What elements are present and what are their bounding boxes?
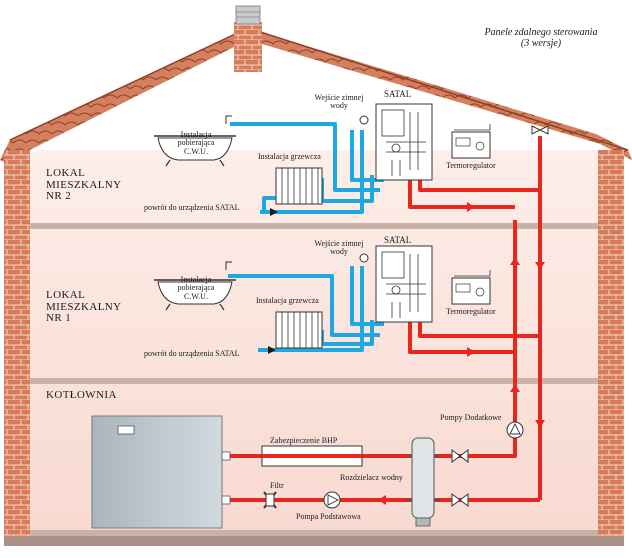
dhw-label-floor1: Instalacja pobierająca C.W.U. [168, 275, 224, 301]
dhw-line1: Instalacja [180, 130, 212, 139]
thermoregulator-icon [451, 124, 491, 159]
water-distributor-icon [406, 437, 440, 527]
heating-install-label-floor2: Instalacja grzewcza [258, 152, 321, 161]
dhw-line3: C.W.U. [184, 146, 208, 156]
main-pump-label: Pompa Podstawowa [296, 512, 361, 521]
floor1-line2: MIESZKALNY [46, 300, 122, 313]
bhp-protection-icon [261, 445, 363, 467]
return-label-floor2: powrót do urządzenia SATAL [144, 203, 240, 212]
valve-icon [359, 115, 549, 135]
radiator-icon [275, 167, 323, 205]
right-wall [598, 150, 624, 540]
heating-install-label-floor1: Instalacja grzewcza [256, 296, 319, 305]
satal-label-floor1: SATAL [384, 235, 412, 245]
thermoregulator-label-floor2: Termoregulator [446, 161, 496, 170]
extra-pumps-label: Pompy Dodatkowe [440, 413, 502, 422]
remote-panels-line2: (3 wersje) [520, 37, 562, 49]
cold-water-line2: wody [330, 101, 348, 111]
floor-slabs [4, 223, 624, 546]
bhp-protection-label: Zabezpieczenie BHP [270, 436, 338, 445]
satal-unit-icon [375, 103, 433, 181]
boiler-icon [91, 415, 231, 529]
cold-water-line2: wody [330, 247, 348, 257]
satal-label-floor2: SATAL [384, 89, 412, 99]
floor2-label: LOKAL MIESZKALNY NR 2 [46, 167, 122, 203]
cold-water-label-floor1: Wejście zimnej wody [306, 239, 372, 257]
satal-unit-icon [375, 245, 433, 323]
bathtub-icon [154, 115, 236, 167]
floor1-label: LOKAL MIESZKALNY NR 1 [46, 289, 122, 325]
cold-water-label-floor2: Wejście zimnej wody [306, 93, 372, 111]
return-label-floor1: powrót do urządzenia SATAL [144, 349, 240, 358]
valve-icon [359, 253, 369, 263]
dhw-line2: pobierająca [177, 283, 215, 293]
chimney-icon [234, 5, 262, 72]
filter-label: Filtr [270, 481, 284, 490]
floor1-line1: LOKAL [46, 289, 86, 301]
remote-panels-line1: Panele zdalnego sterowania [484, 27, 598, 38]
water-distributor-label: Rozdzielacz wodny [340, 473, 403, 482]
thermoregulator-icon [451, 270, 491, 305]
remote-panels-title: Panele zdalnego sterowania (3 wersje) [462, 27, 620, 49]
floor1-line3: NR 1 [46, 312, 72, 325]
cold-water-line1: Wejście zimnej [314, 93, 364, 102]
left-wall [4, 150, 30, 540]
radiator-icon [275, 311, 323, 349]
dhw-line1: Instalacja [180, 275, 212, 284]
valve-icon [451, 449, 469, 507]
boiler-room-label: KOTŁOWNIA [46, 389, 117, 401]
floor2-line2: MIESZKALNY [46, 178, 122, 191]
cold-pipes [228, 122, 384, 352]
floor2-line1: LOKAL [46, 167, 86, 179]
floor2-line3: NR 2 [46, 190, 72, 203]
return-arrows [268, 208, 278, 354]
cold-water-line1: Wejście zimnej [314, 239, 364, 248]
dhw-label-floor2: Instalacja pobierająca C.W.U. [168, 130, 224, 156]
pump-icon [323, 421, 524, 509]
thermoregulator-label-floor1: Termoregulator [446, 307, 496, 316]
bathtub-icon [154, 261, 236, 311]
dhw-line3: C.W.U. [184, 291, 208, 301]
filter-icon [263, 491, 277, 509]
dhw-line2: pobierająca [177, 138, 215, 148]
